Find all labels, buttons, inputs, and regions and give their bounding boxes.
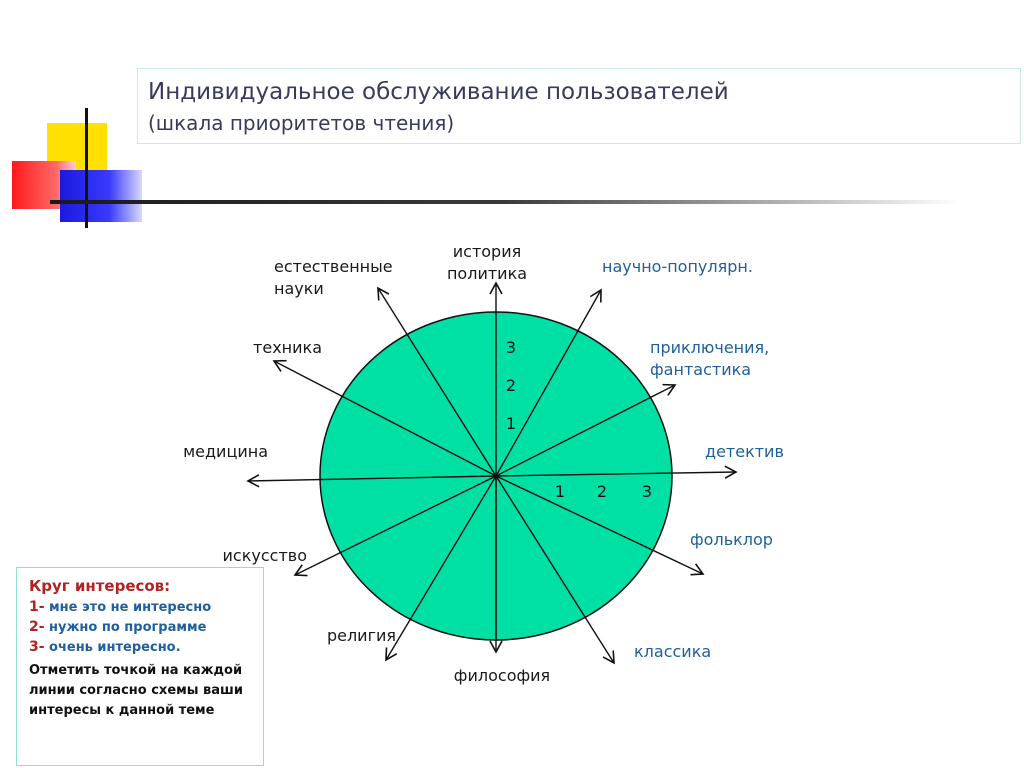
legend-item-number: 1- — [29, 599, 45, 615]
axis-label-medicine: медицина — [183, 442, 268, 461]
axis-arrow-natural-sciences — [377, 286, 497, 477]
legend-item: 1- мне это не интересно — [29, 599, 255, 615]
axis-arrow-medicine — [246, 474, 497, 488]
deco-blue-square — [60, 170, 142, 222]
axis-label-adventure: приключения,фантастика — [650, 338, 769, 379]
legend-item-text: нужно по программе — [49, 620, 207, 635]
legend-title: Круг интересов: — [29, 577, 171, 595]
header-divider — [50, 200, 960, 204]
scale-mark-vertical: 1 — [506, 414, 516, 433]
legend-item: 2- нужно по программе — [29, 619, 255, 635]
legend-box: Круг интересов: 1- мне это не интересно … — [16, 567, 264, 766]
legend-item-text: мне это не интересно — [49, 600, 212, 615]
axis-arrow-classics — [495, 475, 615, 665]
legend-instruction: Отметить точкой на каждой линии согласно… — [29, 663, 243, 718]
scale-mark-horizontal: 1 — [555, 482, 565, 501]
legend-item-number: 2- — [29, 619, 45, 635]
legend-item-number: 3- — [29, 639, 45, 655]
deco-vertical-line — [85, 108, 88, 228]
axis-label-religion: религия — [327, 626, 396, 645]
axis-label-art: искусство — [223, 546, 307, 565]
axis-label-detective: детектив — [705, 442, 784, 461]
axis-arrow-adventure — [495, 383, 677, 477]
page-title: Индивидуальное обслуживание пользователе… — [148, 79, 729, 105]
axis-label-technology: техника — [253, 338, 322, 357]
scale-mark-vertical: 3 — [506, 338, 516, 357]
title-box: Индивидуальное обслуживание пользователе… — [137, 68, 1021, 144]
legend-item: 3- очень интересно. — [29, 639, 255, 655]
scale-mark-horizontal: 3 — [642, 482, 652, 501]
axis-label-folklore: фольклор — [690, 530, 773, 549]
axis-arrow-art — [293, 475, 497, 577]
axis-label-philosophy: философия — [454, 666, 550, 685]
axis-arrow-technology — [272, 359, 497, 477]
scale-mark-vertical: 2 — [506, 376, 516, 395]
axis-label-popular-science: научно-популярн. — [602, 257, 753, 276]
legend-item-text: очень интересно. — [49, 640, 181, 655]
axis-label-classics: классика — [634, 642, 711, 661]
axis-arrow-folklore — [495, 475, 705, 576]
axis-arrow-detective — [495, 465, 738, 479]
page-subtitle: (шкала приоритетов чтения) — [148, 111, 455, 135]
axis-arrow-popular-science — [495, 288, 602, 477]
axis-arrow-religion — [385, 475, 497, 662]
scale-mark-horizontal: 2 — [597, 482, 607, 501]
